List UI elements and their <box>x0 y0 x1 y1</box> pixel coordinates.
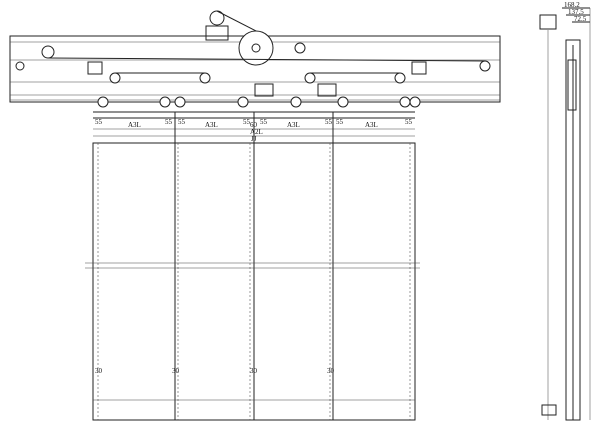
side-dim-168-2: 168.2 <box>564 1 580 9</box>
belt-pulleys <box>15 42 491 108</box>
side-view <box>539 7 591 421</box>
side-dim-72-5: 72.5 <box>574 15 587 23</box>
pair-width-label: A2L <box>250 128 263 136</box>
dim-55: 55 <box>336 118 344 126</box>
dim-55: 55 <box>325 118 333 126</box>
door-panels <box>85 112 420 421</box>
side-dim-137-5: 137.5 <box>568 8 584 16</box>
panel-width-label: A3L <box>365 121 378 129</box>
bottom-dim-30: 30 <box>250 367 258 375</box>
panel-width-label: A3L <box>128 121 141 129</box>
panel-width-label: A3L <box>287 121 300 129</box>
dim-55: 55 <box>165 118 173 126</box>
dim-55: 55 <box>243 118 251 126</box>
bottom-dim-30: 30 <box>327 367 335 375</box>
motor <box>205 10 274 66</box>
door-hangers <box>87 61 427 97</box>
bottom-dim-30: 30 <box>95 367 103 375</box>
dim-55: 55 <box>405 118 413 126</box>
dim-55: 55 <box>260 118 268 126</box>
dim-55: 55 <box>178 118 186 126</box>
dim-55: 55 <box>95 118 103 126</box>
bottom-dim-30: 30 <box>172 367 180 375</box>
panel-width-label: A3L <box>205 121 218 129</box>
